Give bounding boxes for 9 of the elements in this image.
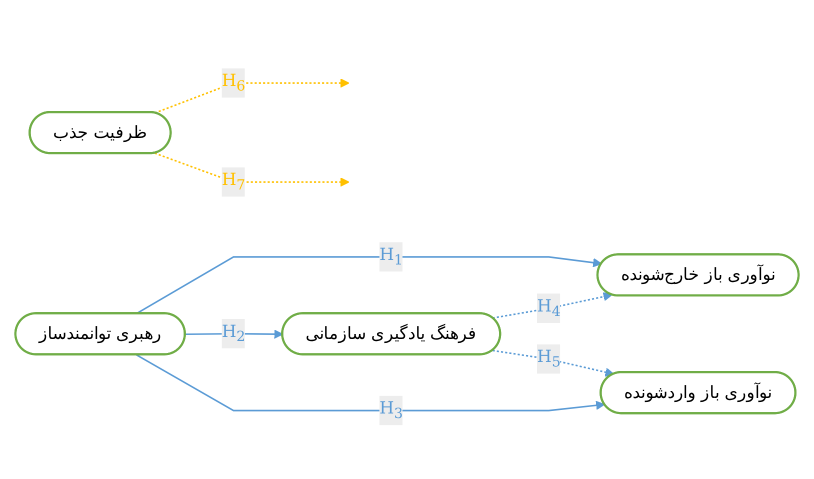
edge-label: H$_{5}$	[536, 346, 561, 370]
edge-label: H$_{7}$	[222, 168, 246, 194]
edge-label: H$_{2}$	[222, 320, 246, 345]
edge-label: H$_{1}$	[379, 244, 403, 268]
edge-label: H$_{3}$	[379, 397, 403, 422]
arrow	[136, 354, 605, 411]
arrow	[154, 152, 350, 186]
edge-label: H$_{4}$	[536, 295, 561, 320]
edge-label: H$_{6}$	[222, 70, 246, 94]
